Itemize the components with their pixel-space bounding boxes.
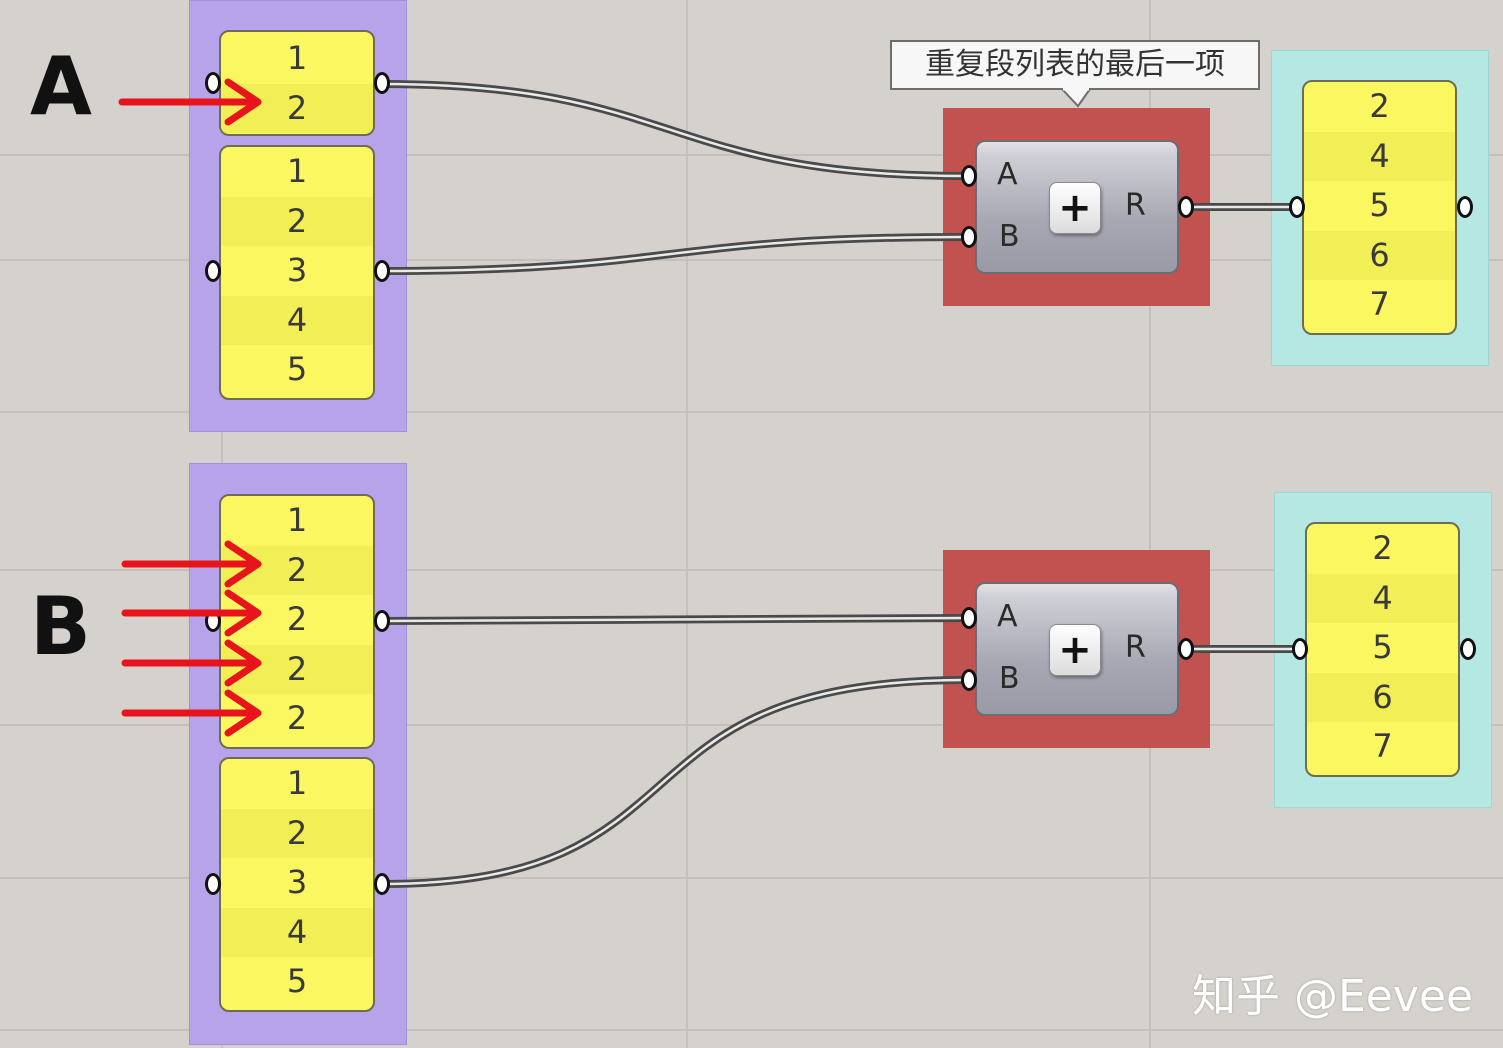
input-b-label: B xyxy=(999,219,1020,254)
panel-row: 1 xyxy=(286,501,308,539)
component-input-port-b[interactable] xyxy=(961,226,977,248)
panel-b-list-2[interactable]: 1 2 3 4 5 xyxy=(219,757,375,1012)
red-arrow-icon xyxy=(121,689,262,737)
input-a-label: A xyxy=(997,599,1018,634)
panel-input-port[interactable] xyxy=(1289,196,1305,218)
red-arrow-icon xyxy=(118,78,262,126)
component-input-port-a[interactable] xyxy=(961,607,977,629)
input-b-label: B xyxy=(999,661,1020,696)
output-r-label: R xyxy=(1125,630,1146,665)
panel-row: 5 xyxy=(1372,628,1393,666)
panel-output-port[interactable] xyxy=(374,610,390,632)
section-a-label: A xyxy=(30,40,92,133)
panel-output-port[interactable] xyxy=(1457,196,1473,218)
panel-input-port[interactable] xyxy=(1292,638,1308,660)
panel-row: 4 xyxy=(1307,573,1458,623)
panel-row: 6 xyxy=(1304,230,1455,280)
panel-row: 2 xyxy=(1369,87,1390,125)
panel-row: 3 xyxy=(286,863,308,901)
panel-row: 1 xyxy=(286,152,308,190)
panel-row: 4 xyxy=(221,295,373,345)
watermark: 知乎 @Eevee xyxy=(1192,971,1474,1022)
panel-row: 5 xyxy=(286,350,308,388)
panel-output-port[interactable] xyxy=(374,260,390,282)
panel-row: 7 xyxy=(1372,727,1393,765)
panel-row: 1 xyxy=(286,764,308,802)
red-arrow-icon xyxy=(121,639,262,687)
section-b-label: B xyxy=(30,580,91,673)
panel-row: 2 xyxy=(221,808,373,858)
panel-b-result[interactable]: 2 4 5 6 7 xyxy=(1305,522,1460,777)
panel-row: 2 xyxy=(286,699,308,737)
plus-icon: + xyxy=(1049,624,1101,676)
red-arrow-icon xyxy=(121,589,262,637)
addition-component-a[interactable]: A B R + xyxy=(975,140,1179,274)
panel-row: 2 xyxy=(286,600,308,638)
output-r-label: R xyxy=(1125,188,1146,223)
input-a-label: A xyxy=(997,157,1018,192)
panel-row: 7 xyxy=(1369,285,1390,323)
panel-input-port[interactable] xyxy=(205,72,221,94)
panel-output-port[interactable] xyxy=(374,72,390,94)
component-output-port-r[interactable] xyxy=(1178,638,1194,660)
component-output-port-r[interactable] xyxy=(1178,196,1194,218)
panel-row: 5 xyxy=(1369,186,1390,224)
panel-row: 1 xyxy=(286,39,308,77)
panel-row: 4 xyxy=(1304,131,1455,181)
panel-row: 2 xyxy=(221,196,373,246)
red-arrow-icon xyxy=(121,540,262,588)
component-input-port-a[interactable] xyxy=(961,165,977,187)
panel-row: 6 xyxy=(1307,672,1458,722)
plus-icon: + xyxy=(1049,182,1101,234)
panel-row: 2 xyxy=(1372,529,1393,567)
addition-component-b[interactable]: A B R + xyxy=(975,582,1179,716)
panel-a-list-2[interactable]: 1 2 3 4 5 xyxy=(219,145,375,400)
panel-output-port[interactable] xyxy=(374,873,390,895)
panel-a-list-1[interactable]: 1 2 xyxy=(219,30,375,136)
panel-output-port[interactable] xyxy=(1460,638,1476,660)
panel-row: 4 xyxy=(221,907,373,957)
panel-row: 5 xyxy=(286,962,308,1000)
panel-input-port[interactable] xyxy=(205,260,221,282)
panel-a-result[interactable]: 2 4 5 6 7 xyxy=(1302,80,1457,335)
panel-row: 3 xyxy=(286,251,308,289)
panel-input-port[interactable] xyxy=(205,873,221,895)
component-input-port-b[interactable] xyxy=(961,669,977,691)
